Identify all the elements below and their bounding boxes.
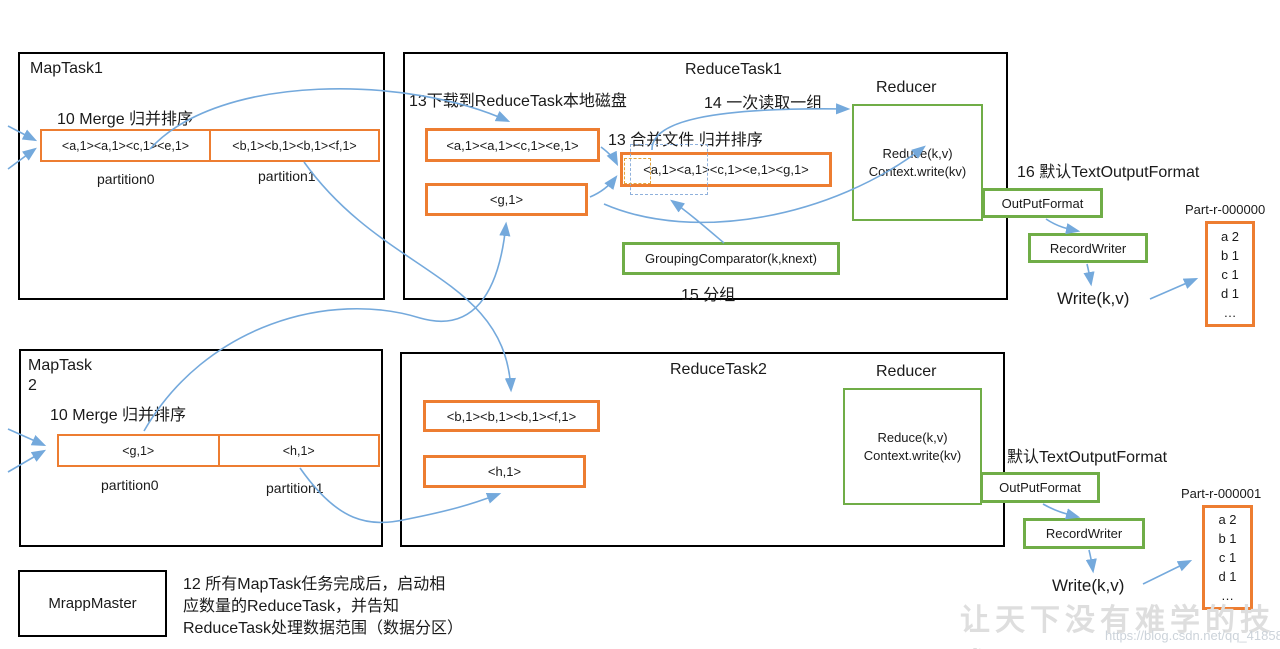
part1-row: c 1 (1221, 266, 1239, 282)
note-line3: ReduceTask处理数据范围（数据分区） (183, 620, 464, 637)
reducer1-title: Reducer (876, 79, 937, 96)
output2-format-label: 默认TextOutputFormat (1007, 449, 1168, 466)
reducetask1-input2-box: <g,1> (425, 183, 588, 216)
maptask2-partition0-label: partition0 (101, 477, 159, 493)
note-line2: 应数量的ReduceTask，并告知 (183, 598, 400, 615)
group-label: 15 分组 (681, 287, 736, 304)
maptask2-partition1-label: partition1 (266, 480, 324, 496)
maptask2-title-line1: MapTask (28, 357, 93, 374)
reducer2-line2: Context.write(kv) (863, 447, 962, 463)
part2-row: b 1 (1218, 531, 1237, 546)
part2-row: a 2 (1218, 512, 1237, 527)
output1-recordwriter-box: RecordWriter (1028, 233, 1148, 263)
reducer2-box: Reduce(k,v) Context.write(kv) (843, 388, 982, 505)
maptask2-merge-label: 10 Merge 归并排序 (50, 407, 187, 424)
part1-row: a 2 (1220, 228, 1240, 244)
output2-part-file-box: a 2 b 1 c 1 d 1 … (1202, 505, 1253, 610)
reducetask1-read-label: 14 一次读取一组 (704, 95, 823, 112)
reducetask1-input1-box: <a,1><a,1><c,1><e,1> (425, 128, 600, 162)
maptask1-title: MapTask1 (30, 60, 103, 77)
part1-row: … (1223, 304, 1237, 320)
maptask2-partition0-cell: <g,1> (122, 443, 155, 458)
maptask2-partition-row: <g,1> <h,1> (57, 434, 380, 467)
maptask1-partition0-label: partition0 (97, 171, 155, 187)
watermark-url: https://blog.csdn.net/qq_41858402 (1105, 628, 1280, 643)
reducetask1-title: ReduceTask1 (685, 61, 782, 78)
grouping-comparator-box: GroupingComparator(k,knext) (622, 242, 840, 275)
reducer1-line1: Reduce(k,v) (882, 145, 953, 161)
mrappmaster-box: MrappMaster (18, 570, 167, 637)
output1-write-label: Write(k,v) (1057, 289, 1130, 308)
output1-part-file-box: a 2 b 1 c 1 d 1 … (1205, 221, 1255, 327)
output1-outputformat-box: OutPutFormat (982, 188, 1103, 218)
maptask1-partition0-cell: <a,1><a,1><c,1><e,1> (61, 138, 190, 153)
maptask2-title: MapTask 2 (28, 356, 92, 396)
output2-outputformat-box: OutPutFormat (980, 472, 1100, 503)
output2-part-name: Part-r-000001 (1181, 486, 1262, 501)
reducer1-box: Reduce(k,v) Context.write(kv) (852, 104, 983, 221)
reducer2-line1: Reduce(k,v) (877, 429, 948, 445)
reducetask2-input2-box: <h,1> (423, 455, 586, 488)
maptask2-partition1-cell: <h,1> (217, 436, 379, 465)
master-note: 12 所有MapTask任务完成后，启动相 应数量的ReduceTask，并告知… (183, 574, 463, 640)
maptask1-partition1-cell: <b,1><b,1><b,1><f,1> (209, 131, 378, 160)
part1-row: b 1 (1220, 247, 1240, 263)
maptask1-partition-row: <a,1><a,1><c,1><e,1> <b,1><b,1><b,1><f,1… (40, 129, 380, 162)
output2-recordwriter-box: RecordWriter (1023, 518, 1145, 549)
maptask1-box (18, 52, 385, 300)
reducer1-line2: Context.write(kv) (868, 163, 967, 179)
maptask1-partition1-label: partition1 (258, 168, 316, 184)
maptask1-merge-label: 10 Merge 归并排序 (57, 111, 194, 128)
reducetask1-download-label: 13下载到ReduceTask本地磁盘 (409, 93, 627, 110)
part2-row: … (1221, 588, 1234, 603)
part1-row: d 1 (1220, 285, 1240, 301)
output1-part-name: Part-r-000000 (1185, 202, 1266, 217)
reducetask2-title: ReduceTask2 (670, 361, 767, 378)
reducetask2-box (400, 352, 1005, 547)
output1-format-label: 16 默认TextOutputFormat (1017, 164, 1200, 181)
part2-row: d 1 (1218, 569, 1237, 584)
reducer2-title: Reducer (876, 363, 937, 380)
key-selection-dashed-box (624, 158, 651, 184)
maptask2-title-line2: 2 (28, 377, 37, 394)
note-line1: 12 所有MapTask任务完成后，启动相 (183, 576, 446, 593)
part2-row: c 1 (1218, 550, 1237, 565)
output2-write-label: Write(k,v) (1052, 576, 1125, 595)
reducetask2-input1-box: <b,1><b,1><b,1><f,1> (423, 400, 600, 432)
